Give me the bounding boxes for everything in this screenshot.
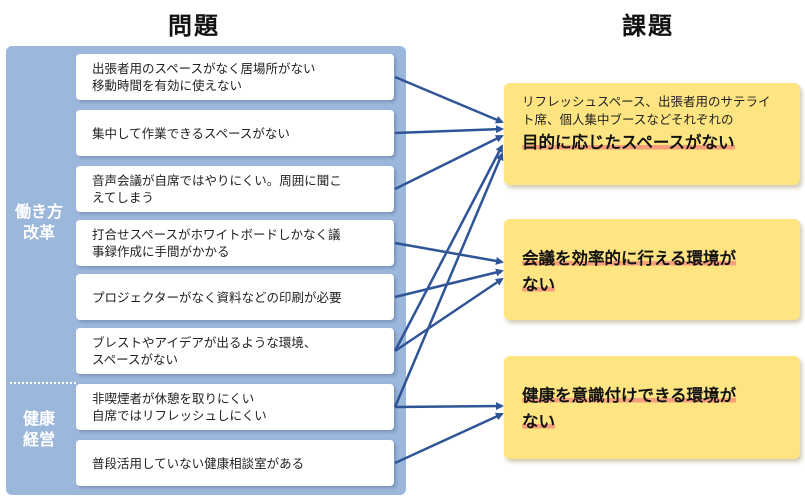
problem-text-line: ブレストやアイデアが出るような環境、	[92, 335, 317, 350]
problem-box-1: 出張者用のスペースがなく居場所がない 移動時間を有効に使えない	[76, 54, 394, 100]
issue-box-meeting: 会議を効率的に行える環境が ない	[504, 219, 800, 320]
problem-box-7: 非喫煙者が休憩を取りにくい 自席ではリフレッシュしにくい	[76, 384, 394, 430]
problem-text-line: 普段活用していない健康相談室がある	[92, 455, 305, 471]
problem-text-line: 集中して作業できるスペースがない	[92, 125, 290, 141]
arrow-problem6-issue2	[394, 277, 504, 353]
group-label-health: 健康 経営	[6, 408, 72, 450]
problem-text-line: えてしまう	[92, 190, 154, 205]
problem-box-6: ブレストやアイデアが出るような環境、 スペースがない	[76, 328, 394, 374]
issue-main-text-line: ない	[522, 275, 555, 294]
problem-text-line: プロジェクターがなく資料などの印刷が必要	[92, 289, 342, 305]
group-label-line: 健康	[22, 409, 55, 428]
problem-text-line: 非喫煙者が休憩を取りにくい	[92, 391, 255, 406]
arrow-problem3-issue1	[394, 134, 504, 191]
problems-heading: 問題	[168, 12, 220, 40]
group-label-line: 改革	[22, 223, 55, 242]
problem-text-line: 自席ではリフレッシュしにくい	[92, 408, 267, 423]
issue-box-health: 健康を意識付けできる環境が ない	[504, 356, 800, 459]
problem-text-line: 出張者用のスペースがなく居場所がない	[92, 61, 316, 76]
problem-box-2: 集中して作業できるスペースがない	[76, 110, 394, 156]
arrow-problem7-issue1	[393, 152, 504, 408]
problem-text-line: 移動時間を有効に使えない	[92, 78, 243, 93]
group-label-line: 働き方	[14, 202, 63, 221]
arrow-problem7-issue3	[394, 402, 504, 411]
issue-main-text-line: 健康を意識付けできる環境が	[522, 386, 737, 405]
issue-main-text-line: 目的に応じたスペースがない	[522, 133, 735, 152]
problem-text-line: 打合せスペースがホワイトボードしかなく議	[92, 227, 341, 242]
arrow-problem2-issue1	[394, 125, 504, 135]
arrow-problem8-issue3	[394, 412, 504, 465]
group-divider	[10, 382, 76, 384]
group-label-work-style: 働き方 改革	[6, 201, 72, 243]
issue-main-text-line: ない	[522, 412, 555, 431]
problem-text-line: 音声会議が自席ではやりにくい。周囲に聞こ	[92, 173, 342, 188]
problem-text-line: 事録作成に手間がかかる	[92, 244, 230, 259]
group-label-line: 経営	[22, 430, 55, 449]
issue-main-text-line: 会議を効率的に行える環境が	[522, 249, 737, 268]
problem-box-5: プロジェクターがなく資料などの印刷が必要	[76, 274, 394, 320]
arrow-problem1-issue1	[394, 75, 504, 124]
issue-box-space: リフレッシュスペース、出張者用のサテライ ト席、個人集中ブースなどそれぞれの 目…	[504, 83, 800, 185]
arrow-problem5-issue2	[394, 268, 504, 299]
arrow-problem6-issue1	[393, 144, 504, 352]
issue-sub-text-line: ト席、個人集中ブースなどそれぞれの	[522, 112, 734, 127]
problem-box-8: 普段活用していない健康相談室がある	[76, 440, 394, 486]
problem-text-line: スペースがない	[92, 352, 179, 367]
issues-heading: 課題	[622, 12, 674, 40]
problem-box-3: 音声会議が自席ではやりにくい。周囲に聞こ えてしまう	[76, 166, 394, 212]
arrow-problem4-issue2	[394, 241, 504, 265]
issue-sub-text-line: リフレッシュスペース、出張者用のサテライ	[522, 94, 771, 109]
problem-box-4: 打合せスペースがホワイトボードしかなく議 事録作成に手間がかかる	[76, 220, 394, 266]
